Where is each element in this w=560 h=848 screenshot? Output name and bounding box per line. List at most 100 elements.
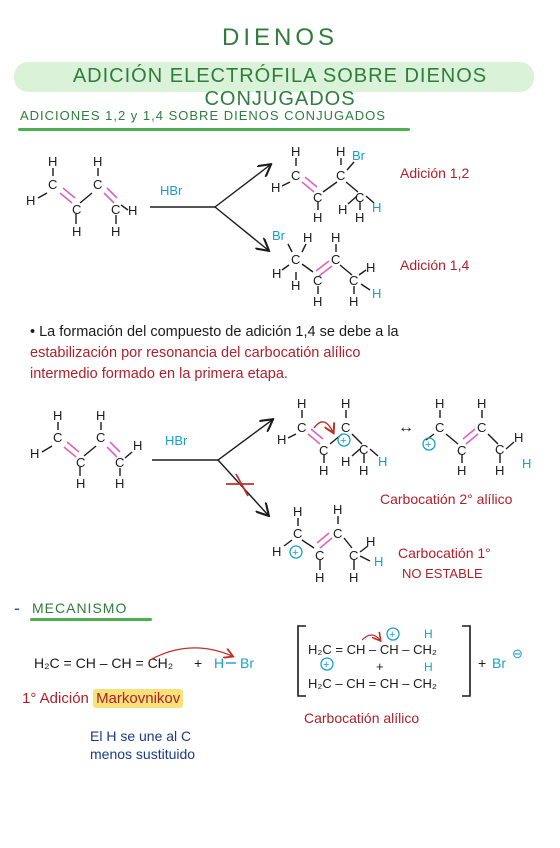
resonance-arrow-icon: ↔ <box>398 419 414 436</box>
atom-h: H <box>48 154 57 169</box>
atom-c: C <box>297 420 306 435</box>
positive-charge-sign: + <box>292 547 298 559</box>
atom-c: C <box>349 273 358 288</box>
atom-c: C <box>435 420 444 435</box>
product-1-2-br: Br <box>352 148 366 163</box>
atom-h: H <box>293 504 302 519</box>
atom-h: H <box>313 210 322 225</box>
note-line-2: estabilización por resonancia del carboc… <box>30 345 361 361</box>
atom-c: C <box>457 443 466 458</box>
atom-h: H <box>457 463 466 478</box>
atom-h: H <box>133 438 142 453</box>
atom-c: C <box>355 190 364 205</box>
atom-h: H <box>315 570 324 585</box>
page-title: DIENOS <box>221 24 338 51</box>
section-heading-additions: ADICIONES 1,2 y 1,4 SOBRE DIENOS CONJUGA… <box>20 108 386 123</box>
atom-h: H <box>277 432 286 447</box>
atom-c: C <box>349 548 358 563</box>
mechanism-diene: H₂C = CH – CH = CH₂ <box>34 655 173 671</box>
positive-charge-sign: + <box>323 659 329 671</box>
mechanism-hbr-h: H <box>214 655 224 671</box>
atom-h: H <box>72 224 81 239</box>
positive-charge-icon <box>386 627 400 641</box>
carbocation-2-added-h-b: H <box>522 456 531 471</box>
atom-h: H <box>331 230 340 245</box>
reagent-hbr-2: HBr <box>165 433 188 448</box>
resonance-h-top: H <box>424 627 433 641</box>
negative-charge-icon: ⊖ <box>512 646 523 661</box>
positive-charge-icon <box>422 437 436 451</box>
atom-c: C <box>76 455 85 470</box>
butadiene-2 <box>41 422 133 476</box>
atom-h: H <box>291 144 300 159</box>
atom-h: H <box>336 144 345 159</box>
resonance-bracket <box>297 625 471 697</box>
atom-c: C <box>72 202 81 217</box>
atom-h: H <box>272 544 281 559</box>
atom-c: C <box>293 526 302 541</box>
atom-c: C <box>319 443 328 458</box>
carbocation-1-atoms: H C H C H H C C H H <box>272 502 375 585</box>
note-line-3: intermedio formado en la primera etapa. <box>30 366 288 382</box>
positive-charge-icon <box>289 545 303 559</box>
section-heading-underline <box>18 128 410 131</box>
atom-h: H <box>341 396 350 411</box>
carbocation-2-form-b <box>425 410 515 463</box>
atom-c: C <box>336 168 345 183</box>
note-bullet: • <box>30 324 36 340</box>
atom-c: C <box>115 455 124 470</box>
butadiene-1 <box>37 168 129 224</box>
positive-charge-icon <box>337 433 351 447</box>
atom-h: H <box>435 396 444 411</box>
markovnikov-rule-line-1: El H se une al C <box>90 728 192 744</box>
step-markovnikov-highlight: Markovnikov <box>93 689 184 708</box>
atom-c: C <box>495 442 504 457</box>
positive-charge-sign: + <box>389 629 395 641</box>
atom-c: C <box>96 430 105 445</box>
atom-c: C <box>93 177 102 192</box>
atom-h: H <box>272 266 281 281</box>
atom-h: H <box>349 570 358 585</box>
atom-c: C <box>291 168 300 183</box>
atom-h: H <box>53 408 62 423</box>
page-subtitle: ADICIÓN ELECTRÓFILA SOBRE DIENOS CONJUGA… <box>72 65 488 110</box>
atom-c: C <box>313 190 322 205</box>
product-1-4 <box>281 243 371 294</box>
atom-c: C <box>315 548 324 563</box>
branching-arrow-1 <box>150 165 270 250</box>
label-addition-1-4: Adición 1,4 <box>400 257 469 273</box>
atom-h: H <box>495 463 504 478</box>
atom-h: H <box>297 396 306 411</box>
positive-charge-sign: + <box>425 439 431 451</box>
atom-c: C <box>477 420 486 435</box>
blocked-path-cross <box>226 473 254 497</box>
atom-h: H <box>291 278 300 293</box>
atom-h: H <box>366 260 375 275</box>
positive-charge-sign: + <box>340 435 346 447</box>
markovnikov-rule-line-2: menos sustituido <box>90 746 196 762</box>
atom-h: H <box>366 534 375 549</box>
atom-h: H <box>26 193 35 208</box>
atom-h: H <box>96 408 105 423</box>
atom-h: H <box>355 210 364 225</box>
resonance-h-bottom: H <box>424 660 433 674</box>
product-1-2-atoms: H C H C H H C C H H <box>271 144 364 225</box>
atom-h: H <box>313 294 322 309</box>
product-1-4-br: Br <box>272 228 286 243</box>
carbocation-1-added-h: H <box>374 554 383 569</box>
butadiene-2-atoms: H C H C H H C C H H <box>30 408 142 491</box>
atom-h: H <box>514 430 523 445</box>
atom-c: C <box>341 420 350 435</box>
reagent-hbr-1: HBr <box>160 183 183 198</box>
product-1-2-added-h: H <box>372 200 381 215</box>
positive-charge-icon <box>320 657 334 671</box>
atom-h: H <box>271 180 280 195</box>
atom-c: C <box>48 177 57 192</box>
atom-c: C <box>111 202 120 217</box>
product-1-4-added-h: H <box>372 286 381 301</box>
product-1-2 <box>281 158 375 210</box>
atom-c: C <box>53 430 62 445</box>
label-allylic-carbocation: Carbocatión alílico <box>304 710 420 726</box>
atom-h: H <box>477 396 486 411</box>
explanation-note: • La formación del compuesto de adición … <box>30 322 550 385</box>
